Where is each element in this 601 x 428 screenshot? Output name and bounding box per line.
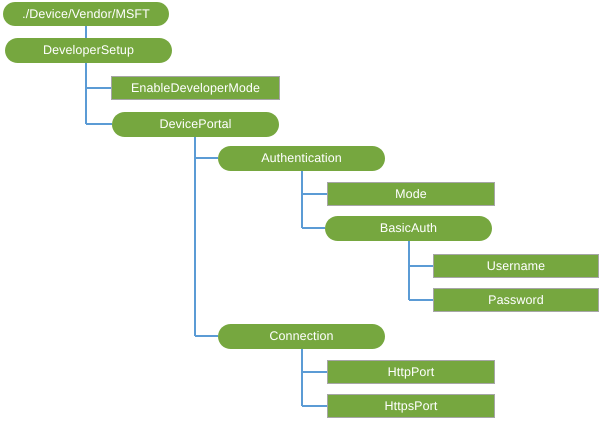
- node-basicauth-label: BasicAuth: [379, 221, 438, 236]
- node-deviceportal-label: DevicePortal: [159, 117, 232, 132]
- node-connection-label: Connection: [269, 329, 334, 344]
- node-developersetup-label: DeveloperSetup: [42, 43, 135, 58]
- node-enabledevelopermode[interactable]: EnableDeveloperMode: [111, 76, 280, 100]
- node-mode[interactable]: Mode: [327, 182, 495, 206]
- node-root-label: ./Device/Vendor/MSFT: [22, 6, 150, 21]
- node-root[interactable]: ./Device/Vendor/MSFT: [3, 2, 169, 26]
- node-username[interactable]: Username: [433, 254, 599, 278]
- node-connection[interactable]: Connection: [218, 324, 385, 349]
- node-password[interactable]: Password: [433, 288, 599, 312]
- node-authentication[interactable]: Authentication: [218, 146, 385, 171]
- node-deviceportal[interactable]: DevicePortal: [112, 112, 279, 137]
- node-httpsport[interactable]: HttpsPort: [327, 394, 495, 418]
- node-enabledevelopermode-label: EnableDeveloperMode: [130, 80, 261, 95]
- node-mode-label: Mode: [395, 186, 427, 201]
- node-authentication-label: Authentication: [261, 151, 342, 166]
- node-basicauth[interactable]: BasicAuth: [325, 216, 492, 241]
- node-username-label: Username: [486, 258, 546, 273]
- node-developersetup[interactable]: DeveloperSetup: [5, 38, 172, 63]
- node-httpport-label: HttpPort: [387, 364, 435, 379]
- node-password-label: Password: [488, 292, 544, 307]
- node-httpsport-label: HttpsPort: [384, 398, 438, 413]
- node-httpport[interactable]: HttpPort: [327, 360, 495, 384]
